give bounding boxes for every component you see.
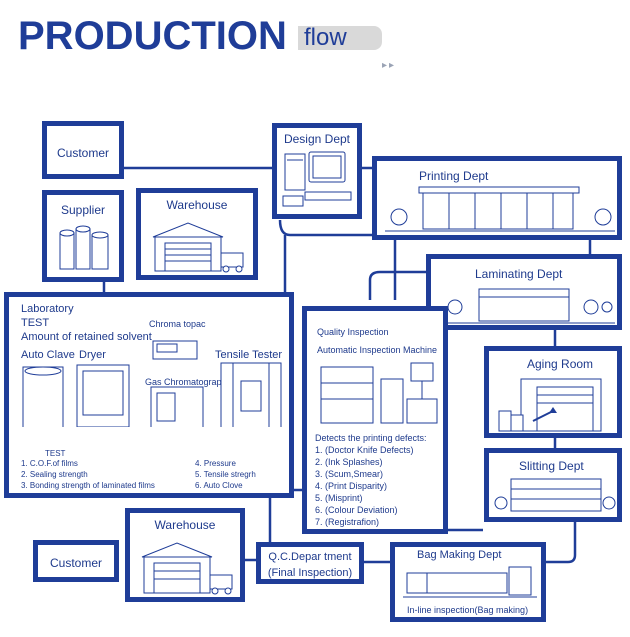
warehouse-bottom-label: Warehouse bbox=[154, 518, 216, 532]
supplier-label: Supplier bbox=[60, 203, 106, 217]
arrow-decoration: ▸▸ bbox=[382, 60, 397, 71]
customer-bottom-label: Customer bbox=[49, 556, 102, 570]
lab-test-left-2: 2. Sealing strength bbox=[21, 470, 88, 479]
gas-chromatograph-label: Gas Chromatograph bbox=[145, 377, 227, 387]
chromatopac-label: Chroma topac bbox=[149, 319, 206, 329]
computer-workstation-icon bbox=[282, 151, 352, 207]
bag-making-title: Bag Making Dept bbox=[417, 549, 502, 561]
aging-room-label: Aging Room bbox=[527, 357, 594, 371]
customer-top-label: Customer bbox=[56, 146, 109, 160]
bag-making-dept-box[interactable]: Bag Making Dept In-line inspection(Bag m… bbox=[390, 542, 546, 622]
slitting-dept-box[interactable]: Slitting Dept bbox=[484, 448, 622, 522]
defect-2: 2. (Ink Splashes) bbox=[315, 457, 383, 467]
page-title: PRODUCTION bbox=[18, 14, 287, 58]
qc-department-box[interactable]: Q.C.Depar tment (Final Inspection) bbox=[256, 542, 364, 584]
warehouse-bottom-building-icon bbox=[141, 542, 233, 595]
defect-5: 5. (Misprint) bbox=[315, 493, 363, 503]
aging-room-icon bbox=[498, 378, 602, 432]
lab-line2: TEST bbox=[21, 317, 50, 329]
bag-making-machine-icon bbox=[403, 566, 537, 598]
warehouse-bottom-box[interactable]: Warehouse bbox=[125, 508, 245, 602]
defect-7: 7. (Registrafion) bbox=[315, 517, 380, 527]
printing-dept-label: Printing Dept bbox=[419, 169, 489, 183]
film-rolls-icon bbox=[59, 225, 109, 270]
dryer-label: Dryer bbox=[79, 349, 106, 361]
defect-4: 4. (Print Disparity) bbox=[315, 481, 388, 491]
page-subtitle: flow bbox=[298, 26, 382, 50]
defect-1: 1. (Doctor Knife Defects) bbox=[315, 445, 414, 455]
printing-press-icon bbox=[385, 186, 615, 232]
qc-line1: Q.C.Depar tment bbox=[268, 551, 352, 563]
laboratory-box[interactable]: Laboratory TEST Amount of retained solve… bbox=[4, 292, 294, 498]
printing-dept-box[interactable]: Printing Dept bbox=[372, 156, 622, 240]
defects-heading: Detects the printing defects: bbox=[315, 433, 427, 443]
warehouse-building-icon bbox=[152, 222, 244, 273]
lab-test-right-1: 4. Pressure bbox=[195, 459, 236, 468]
customer-bottom-box[interactable]: Customer bbox=[33, 540, 119, 582]
lab-equipment-icon bbox=[22, 340, 282, 427]
aging-room-box[interactable]: Aging Room bbox=[484, 346, 622, 438]
tensile-tester-label: Tensile Tester bbox=[215, 349, 283, 361]
warehouse-top-label: Warehouse bbox=[166, 198, 228, 212]
quality-title: Quality Inspection bbox=[317, 327, 389, 337]
slitting-dept-label: Slitting Dept bbox=[519, 459, 584, 473]
lab-test-right-3: 6. Auto Clove bbox=[195, 481, 243, 490]
defect-6: 6. (Colour Deviation) bbox=[315, 505, 398, 515]
lab-test-label: TEST bbox=[45, 449, 66, 458]
laminating-machine-icon bbox=[437, 288, 615, 324]
lab-line3: Amount of retained solvent bbox=[21, 331, 152, 343]
slitting-machine-icon bbox=[494, 478, 616, 512]
laminating-dept-box[interactable]: Laminating Dept bbox=[426, 254, 622, 330]
qc-line2: (Final Inspection) bbox=[267, 567, 353, 579]
quality-subtitle: Automatic Inspection Machine bbox=[317, 345, 438, 355]
lab-line1: Laboratory bbox=[21, 303, 74, 315]
lab-test-left-1: 1. C.O.F.of films bbox=[21, 459, 78, 468]
quality-inspection-box[interactable]: Quality Inspection Automatic Inspection … bbox=[302, 306, 448, 534]
laminating-dept-label: Laminating Dept bbox=[475, 267, 563, 281]
lab-test-left-3: 3. Bonding strength of laminated films bbox=[21, 481, 155, 490]
supplier-box[interactable]: Supplier bbox=[42, 190, 124, 282]
inspection-machine-icon bbox=[320, 362, 438, 424]
bag-making-caption: In-line inspection(Bag making) bbox=[407, 605, 529, 615]
defect-3: 3. (Scum,Smear) bbox=[315, 469, 384, 479]
auto-clave-label: Auto Clave bbox=[21, 349, 75, 361]
lab-test-right-2: 5. Tensile stregrh bbox=[195, 470, 256, 479]
design-dept-box[interactable]: Design Dept bbox=[272, 123, 362, 219]
customer-top-box[interactable]: Customer bbox=[42, 121, 124, 179]
design-dept-label: Design Dept bbox=[283, 132, 351, 146]
warehouse-top-box[interactable]: Warehouse bbox=[136, 188, 258, 280]
